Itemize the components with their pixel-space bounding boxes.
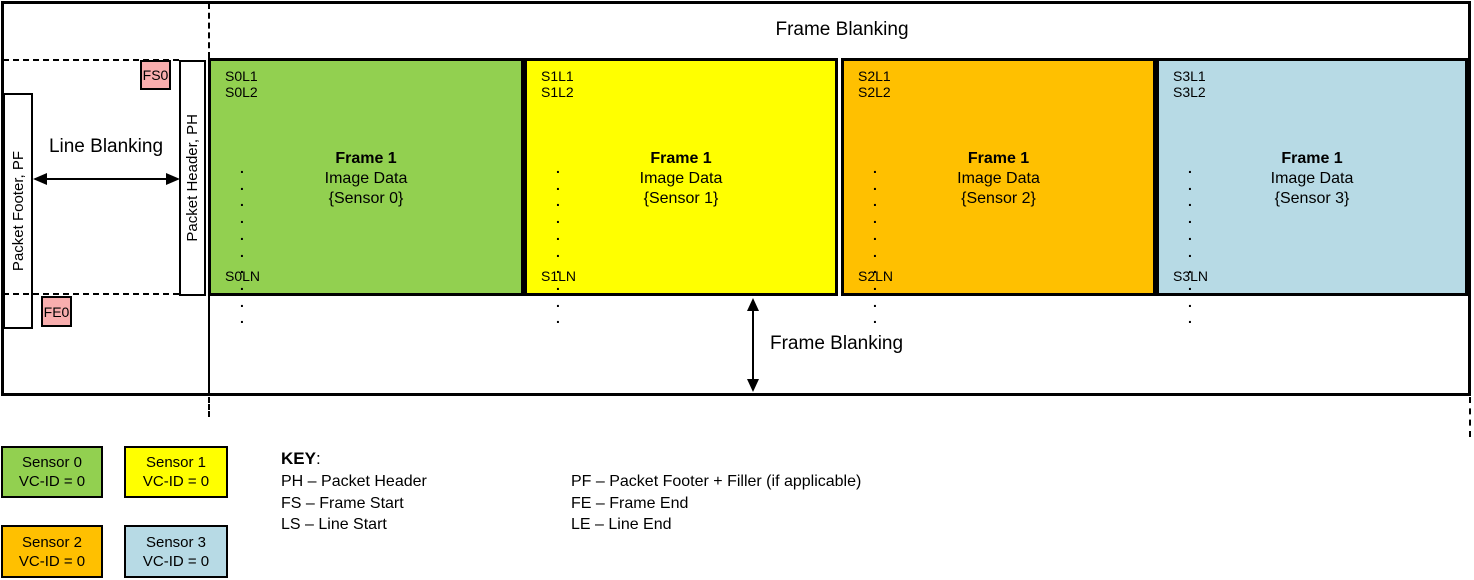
line-labels-top: S1L1 S1L2 <box>541 68 574 100</box>
key-colon: : <box>315 449 321 468</box>
frame-start-dashed-line-bottom <box>208 397 210 417</box>
legend-sensor-name: Sensor 2 <box>21 533 83 551</box>
frame-start-dashed-line-top <box>208 3 210 58</box>
line-label-bottom: S0LN <box>225 268 261 284</box>
line-label-bottom: S1LN <box>541 268 577 284</box>
line-start-dashed-line <box>3 59 179 61</box>
frame-caption: Frame 1 Image Data {Sensor 1} <box>527 149 835 209</box>
arrow-head-up-icon <box>747 298 759 311</box>
key-column-right: PF – Packet Footer + Filler (if applicab… <box>571 471 861 536</box>
legend-vc-id: VC-ID = 0 <box>142 552 210 570</box>
key-item-ph: PH – Packet Header <box>281 473 427 490</box>
line-ellipsis: . . . . . . . . . . <box>1188 160 1192 327</box>
frame-title: Frame 1 <box>967 150 1030 167</box>
line-label-bottom: S2LN <box>858 268 894 284</box>
frame-image-data-sensor2: S2L1 S2L2 . . . . . . . . . . S2LN Frame… <box>841 58 1156 326</box>
frame-start-marker: FS0 <box>140 60 171 90</box>
frame-end-marker: FE0 <box>41 296 72 327</box>
frame-image-data-sensor1: S1L1 S1L2 . . . . . . . . . . S1LN Frame… <box>524 58 838 326</box>
frame-title: Frame 1 <box>1281 150 1343 167</box>
key-item-ls: LS – Line Start <box>281 516 387 533</box>
frame-title: Frame 1 <box>335 150 397 167</box>
frame-sensor-tag: {Sensor 2} <box>961 190 1036 207</box>
frame-caption: Frame 1 Image Data {Sensor 2} <box>844 149 1153 209</box>
key-title: KEY <box>281 449 316 468</box>
frame-subtitle: Image Data <box>957 170 1040 187</box>
frame-subtitle: Image Data <box>324 170 408 187</box>
frame-blanking-bottom-label: Frame Blanking <box>770 333 904 354</box>
key-column-left: PH – Packet Header FS – Frame Start LS –… <box>281 471 427 536</box>
arrow-head-left-icon <box>33 173 47 185</box>
line-label-bottom: S3LN <box>1173 268 1209 284</box>
frame-caption: Frame 1 Image Data {Sensor 3} <box>1159 149 1465 209</box>
key-item-pf: PF – Packet Footer + Filler (if applicab… <box>571 473 862 490</box>
key-item-fe: FE – Frame End <box>571 494 689 512</box>
frame-image-data-sensor0: S0L1 S0L2 . . . . . . . . . . S0LN Frame… <box>208 58 524 326</box>
line-ellipsis: . . . . . . . . . . <box>873 160 877 327</box>
packet-footer-label: Packet Footer, PF <box>9 150 27 272</box>
frame-sensor-tag: {Sensor 1} <box>643 190 719 207</box>
key-item-fs: FS – Frame Start <box>281 494 404 512</box>
frame-blanking-arrow-shaft <box>752 305 754 385</box>
key-item-le: LE – Line End <box>571 516 672 533</box>
line-blanking-arrow-shaft <box>35 178 171 180</box>
frame-subtitle: Image Data <box>639 170 723 187</box>
line-labels-top: S3L1 S3L2 <box>1173 68 1206 100</box>
legend-sensor-name: Sensor 0 <box>21 454 83 471</box>
frame-blanking-top-label: Frame Blanking <box>775 19 909 40</box>
line-labels-top: S0L1 S0L2 <box>225 68 258 100</box>
frame-end-dashed-line-right <box>1469 397 1471 437</box>
line-blanking-label: Line Blanking <box>48 136 164 157</box>
frame-subtitle: Image Data <box>1270 170 1354 187</box>
frame-boundary-line <box>208 296 210 393</box>
line-ellipsis: . . . . . . . . . . <box>556 160 560 327</box>
legend-sensor3: Sensor 3 VC-ID = 0 <box>124 525 228 578</box>
legend-sensor-name: Sensor 1 <box>145 454 207 471</box>
arrow-head-down-icon <box>747 379 759 392</box>
legend-sensor0: Sensor 0 VC-ID = 0 <box>1 446 103 498</box>
packet-header-box: Packet Header, PH <box>179 60 206 296</box>
frame-sensor-tag: {Sensor 3} <box>1274 190 1350 207</box>
line-ellipsis: . . . . . . . . . . <box>240 160 244 327</box>
legend-vc-id: VC-ID = 0 <box>18 473 86 490</box>
legend-sensor2: Sensor 2 VC-ID = 0 <box>1 525 103 578</box>
frame-title: Frame 1 <box>650 150 712 167</box>
legend-vc-id: VC-ID = 0 <box>142 473 210 490</box>
line-end-dashed-line <box>3 293 179 295</box>
frame-image-data-sensor3: S3L1 S3L2 . . . . . . . . . . S3LN Frame… <box>1156 58 1468 326</box>
packet-header-label: Packet Header, PH <box>184 114 201 242</box>
legend-vc-id: VC-ID = 0 <box>18 552 86 570</box>
key-heading: KEY: <box>281 449 321 469</box>
legend-sensor-name: Sensor 3 <box>145 533 207 551</box>
arrow-head-right-icon <box>166 173 180 185</box>
frame-transmission-outline <box>1 1 1471 396</box>
line-labels-top: S2L1 S2L2 <box>858 68 891 100</box>
frame-caption: Frame 1 Image Data {Sensor 0} <box>211 149 521 209</box>
packet-footer-box: Packet Footer, PF <box>3 93 33 329</box>
frame-sensor-tag: {Sensor 0} <box>328 190 404 207</box>
legend-sensor1: Sensor 1 VC-ID = 0 <box>124 446 228 498</box>
